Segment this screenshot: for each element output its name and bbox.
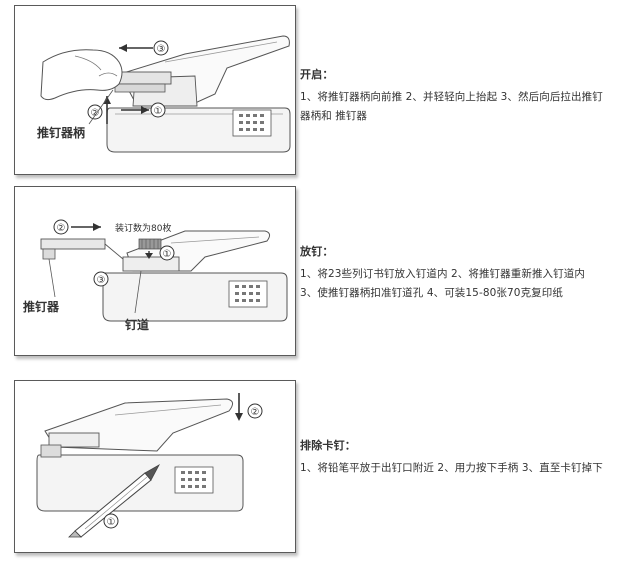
section-load-body: 1、将23些列订书钉放入钉道内 2、将推钉器重新推入钉道内 3、使推钉器柄扣准钉…: [300, 265, 605, 303]
load-step2-marker: ②: [57, 223, 66, 234]
section-load-text: 放钉： 1、将23些列订书钉放入钉道内 2、将推钉器重新推入钉道内 3、使推钉器…: [300, 243, 605, 303]
load-channel-label: 钉道: [125, 317, 149, 332]
stapler-open-drawing: ③ ① ② 推钉器柄: [15, 6, 295, 174]
open-part-label: 推钉器柄: [37, 125, 85, 140]
illustration-jam: ② ①: [14, 380, 296, 553]
section-jam-body: 1、将铅笔平放于出钉口附近 2、用力按下手柄 3、直至卡钉掉下: [300, 459, 605, 478]
jam-step1-marker: ①: [107, 517, 116, 528]
load-step1-marker: ①: [163, 249, 172, 260]
stapler-load-drawing: 装订数为80枚 ② ① ③ 推钉器 钉道: [15, 187, 295, 355]
section-open-title: 开启：: [300, 66, 605, 82]
illustration-open: ③ ① ② 推钉器柄: [14, 5, 296, 175]
section-jam-text: 排除卡钉： 1、将铅笔平放于出钉口附近 2、用力按下手柄 3、直至卡钉掉下: [300, 437, 605, 478]
stapler-jam-drawing: ② ①: [15, 381, 295, 552]
load-capacity-label: 装订数为80枚: [115, 222, 171, 234]
load-step3-marker: ③: [97, 275, 106, 286]
open-step2-marker: ②: [91, 108, 100, 119]
illustration-load: 装订数为80枚 ② ① ③ 推钉器 钉道: [14, 186, 296, 356]
load-pusher-label: 推钉器: [23, 299, 60, 314]
open-step1-marker: ①: [154, 106, 163, 117]
open-step3-marker: ③: [157, 44, 166, 55]
jam-step2-marker: ②: [251, 407, 260, 418]
section-load-title: 放钉：: [300, 243, 605, 259]
section-jam-title: 排除卡钉：: [300, 437, 605, 453]
section-open-text: 开启： 1、将推钉器柄向前推 2、并轻轻向上抬起 3、然后向后拉出推钉器柄和 推…: [300, 66, 605, 126]
section-open-body: 1、将推钉器柄向前推 2、并轻轻向上抬起 3、然后向后拉出推钉器柄和 推钉器: [300, 88, 605, 126]
